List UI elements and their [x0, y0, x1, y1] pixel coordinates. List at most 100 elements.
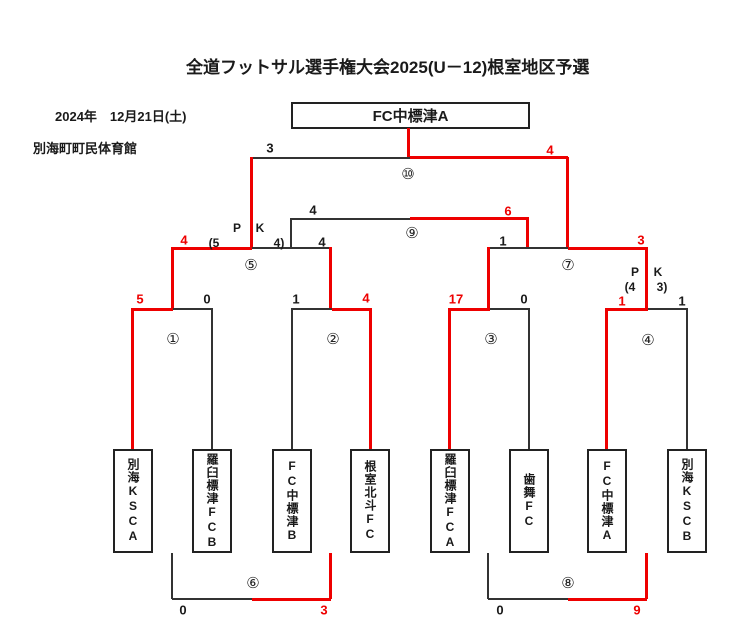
m7-left-score: 1: [499, 233, 507, 249]
team3-line: [291, 308, 293, 449]
team2-line: [211, 308, 213, 449]
m5-number: ⑤: [244, 257, 258, 274]
m3-number: ③: [484, 331, 498, 348]
team-box-2: 羅臼標津FCB: [192, 449, 232, 553]
team-box-8: 別海KSCB: [667, 449, 707, 553]
m4-bar-left: [607, 308, 648, 311]
m1-number: ①: [166, 331, 180, 348]
m10-number: ⑩: [401, 166, 415, 183]
m4-pk-p: P: [630, 265, 640, 279]
m2-number: ②: [326, 331, 340, 348]
m6-right-leg: [329, 553, 332, 599]
team-name-8: 別海KSCB: [680, 458, 694, 544]
m4-number: ④: [641, 332, 655, 349]
m4-left-score: 1: [618, 293, 626, 309]
team-name-3: FC中標津B: [285, 459, 299, 543]
champion-box: FC中標津A: [291, 102, 530, 129]
team-name-1: 別海KSCA: [126, 458, 140, 544]
team-name-5: 羅臼標津FCA: [443, 452, 457, 550]
m6-bar-left: [172, 598, 252, 600]
team4-line: [369, 308, 372, 449]
m5-pk-k: K: [255, 221, 265, 235]
m7-bar-left: [488, 247, 568, 249]
team6-line: [528, 308, 530, 449]
m3-bar-right: [490, 308, 530, 310]
team-name-4: 根室北斗FC: [363, 460, 377, 542]
m3-left-score: 17: [448, 291, 464, 307]
m8-number: ⑧: [561, 575, 575, 592]
m10-bar-right: [410, 156, 568, 159]
m9-number: ⑨: [405, 225, 419, 242]
m7-leg-to-m3: [487, 247, 490, 310]
m8-bar-left: [488, 598, 568, 600]
m5-left-score: 4: [180, 232, 188, 248]
m9-left-leg: [290, 218, 292, 249]
team-box-1: 別海KSCA: [113, 449, 153, 553]
champion-connector: [407, 128, 410, 159]
m2-left-score: 1: [292, 291, 300, 307]
team7-line: [605, 308, 608, 449]
m9-bar-left: [291, 218, 410, 220]
m4-pk-k: K: [653, 265, 663, 279]
m5-pk-left-score: (5: [208, 236, 220, 250]
m6-left-score: 0: [179, 602, 187, 618]
m4-bar-right: [648, 308, 687, 310]
team-name-7: FC中標津A: [600, 459, 614, 543]
m4-pk-left-score: (4: [624, 280, 636, 294]
m8-right-score: 9: [633, 602, 641, 618]
m5-bar-left: [172, 247, 252, 250]
m9-right-score: 6: [504, 203, 512, 219]
m6-bar-right: [252, 598, 331, 601]
venue: 別海町町民体育館: [33, 141, 138, 156]
m7-bar-right: [568, 247, 648, 250]
m4-right-score: 1: [678, 293, 686, 309]
m9-bar-right: [410, 217, 528, 220]
m6-number: ⑥: [246, 575, 260, 592]
m8-bar-right: [568, 598, 647, 601]
team-box-4: 根室北斗FC: [350, 449, 390, 553]
m2-bar-right: [332, 308, 371, 311]
m10-bar-left: [251, 157, 410, 159]
m5-leg-to-m1: [171, 247, 174, 310]
m2-right-score: 4: [362, 290, 370, 306]
m5-bar-right: [252, 247, 331, 249]
m5-pk-p: P: [232, 221, 242, 235]
team1-line: [131, 308, 134, 449]
team8-line: [686, 308, 688, 449]
m9-right-leg: [526, 217, 529, 249]
m10-right-leg: [566, 157, 569, 249]
m7-number: ⑦: [561, 257, 575, 274]
m2-bar-left: [292, 308, 332, 310]
m6-right-score: 3: [320, 602, 328, 618]
m7-right-score: 3: [637, 232, 645, 248]
m9-left-score: 4: [309, 202, 317, 218]
m10-left-leg: [250, 157, 253, 249]
m8-left-score: 0: [496, 602, 504, 618]
m1-bar-right: [173, 308, 213, 310]
m1-left-score: 5: [136, 291, 144, 307]
team-box-6: 歯舞FC: [509, 449, 549, 553]
team-box-7: FC中標津A: [587, 449, 627, 553]
m5-pk-right-score: 4): [273, 236, 285, 250]
m3-right-score: 0: [520, 291, 528, 307]
m8-left-leg: [487, 553, 489, 599]
m4-pk-right-score: 3): [656, 280, 668, 294]
m10-left-score: 3: [266, 140, 274, 156]
champion-name: FC中標津A: [372, 108, 449, 125]
m10-right-score: 4: [546, 142, 554, 158]
m8-right-leg: [645, 553, 648, 599]
team5-line: [448, 308, 451, 449]
team-name-6: 歯舞FC: [522, 473, 536, 529]
m3-bar-left: [450, 308, 490, 311]
tournament-title: 全道フットサル選手権大会2025(U－12)根室地区予選: [186, 58, 590, 77]
m5-leg-to-m2: [329, 247, 332, 310]
event-date: 2024年 12月21日(土): [55, 109, 187, 124]
m6-left-leg: [171, 553, 173, 599]
m5-right-score: 4: [318, 234, 326, 250]
team-box-3: FC中標津B: [272, 449, 312, 553]
team-name-2: 羅臼標津FCB: [205, 452, 219, 550]
m1-right-score: 0: [203, 291, 211, 307]
m7-leg-to-m4: [645, 247, 648, 310]
m1-bar-left: [133, 308, 173, 311]
